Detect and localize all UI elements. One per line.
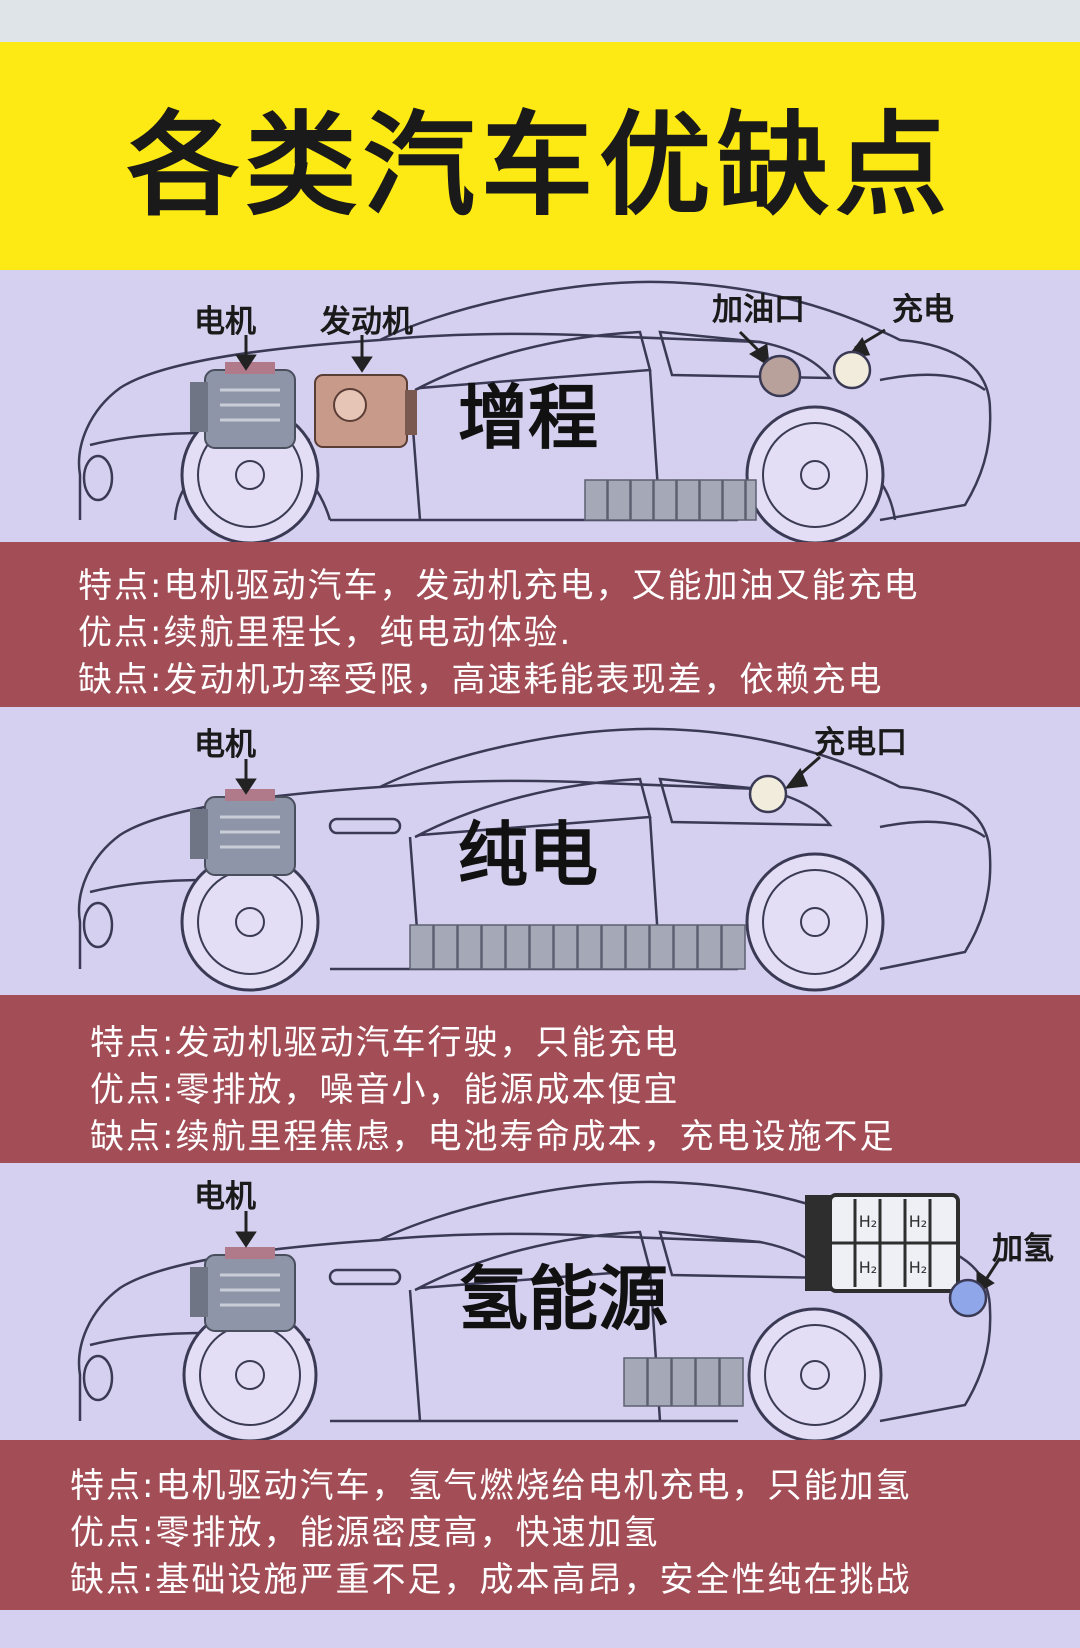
section-title: 氢能源 xyxy=(458,1258,668,1340)
cons-text: 缺点:基础设施严重不足，成本高昂，安全性纯在挑战 xyxy=(70,1560,912,1600)
features-text: 特点:发动机驱动汽车行驶，只能充电 xyxy=(90,1023,680,1063)
rear-wheel xyxy=(745,405,885,542)
pros-text: 优点:续航里程长，纯电动体验. xyxy=(78,613,573,653)
cons-text: 缺点:续航里程焦虑，电池寿命成本，充电设施不足 xyxy=(90,1117,896,1157)
section-hydrogen: H₂ H₂ H₂ H₂ 电机 加氢 氢能源 xyxy=(0,1163,1080,1440)
rear-wheel xyxy=(747,1307,883,1440)
label-motor: 电机 xyxy=(194,727,256,763)
label-motor: 电机 xyxy=(194,1179,256,1215)
section-pure-electric: 电机 充电口 纯电 xyxy=(0,707,1080,995)
page-title: 各类汽车优缺点 xyxy=(127,101,953,231)
info-box-pure-electric: 特点:发动机驱动汽车行驶，只能充电 优点:零排放，噪音小，能源成本便宜 缺点:续… xyxy=(0,995,1080,1163)
battery-pack-icon xyxy=(409,924,746,970)
motor-icon xyxy=(190,1247,296,1332)
charge-port-icon xyxy=(832,350,872,390)
label-hydrogen-refuel: 加氢 xyxy=(992,1231,1054,1267)
label-motor: 电机 xyxy=(194,304,256,340)
front-wheel xyxy=(180,852,320,992)
tank-label: H₂ xyxy=(859,1258,877,1277)
bottom-strip xyxy=(0,1610,1080,1648)
charge-port-icon xyxy=(748,774,788,814)
pros-text: 优点:零排放，噪音小，能源成本便宜 xyxy=(90,1070,680,1110)
car-diagram-pure-electric xyxy=(77,727,992,992)
motor-icon xyxy=(190,789,296,876)
tank-label: H₂ xyxy=(909,1258,927,1277)
title-banner: 各类汽车优缺点 xyxy=(0,42,1080,270)
section-title: 纯电 xyxy=(458,814,598,896)
features-text: 特点:电机驱动汽车，氢气燃烧给电机充电，只能加氢 xyxy=(70,1466,912,1506)
car-diagram-hydrogen: H₂ H₂ H₂ H₂ xyxy=(77,1180,1002,1440)
cons-text: 缺点:发动机功率受限，高速耗能表现差，依赖充电 xyxy=(78,660,884,700)
label-charge: 充电 xyxy=(892,292,954,328)
label-charge-port: 充电口 xyxy=(814,725,907,761)
features-text: 特点:电机驱动汽车，发动机充电，又能加油又能充电 xyxy=(78,566,920,606)
section-title: 增程 xyxy=(458,377,598,459)
rear-wheel xyxy=(745,852,885,992)
hydrogen-tank-icon: H₂ H₂ H₂ H₂ xyxy=(805,1193,960,1293)
info-box-hydrogen: 特点:电机驱动汽车，氢气燃烧给电机充电，只能加氢 优点:零排放，能源密度高，快速… xyxy=(0,1440,1080,1610)
fuel-port-icon xyxy=(758,354,802,398)
info-box-range-extender: 特点:电机驱动汽车，发动机充电，又能加油又能充电 优点:续航里程长，纯电动体验.… xyxy=(0,542,1080,707)
top-strip xyxy=(0,0,1080,42)
section-range-extender: 电机 发动机 加油口 充电 增程 xyxy=(0,270,1080,542)
motor-icon xyxy=(190,362,296,449)
battery-pack-icon xyxy=(584,479,757,521)
engine-icon xyxy=(314,374,417,448)
label-engine: 发动机 xyxy=(320,304,413,340)
car-diagram-range-extender xyxy=(77,280,992,542)
tank-label: H₂ xyxy=(859,1212,877,1231)
hydrogen-port-icon xyxy=(948,1278,988,1318)
pros-text: 优点:零排放，能源密度高，快速加氢 xyxy=(70,1513,660,1553)
label-fuel-port: 加油口 xyxy=(712,292,805,328)
tank-label: H₂ xyxy=(909,1212,927,1231)
battery-pack-icon xyxy=(623,1357,744,1407)
